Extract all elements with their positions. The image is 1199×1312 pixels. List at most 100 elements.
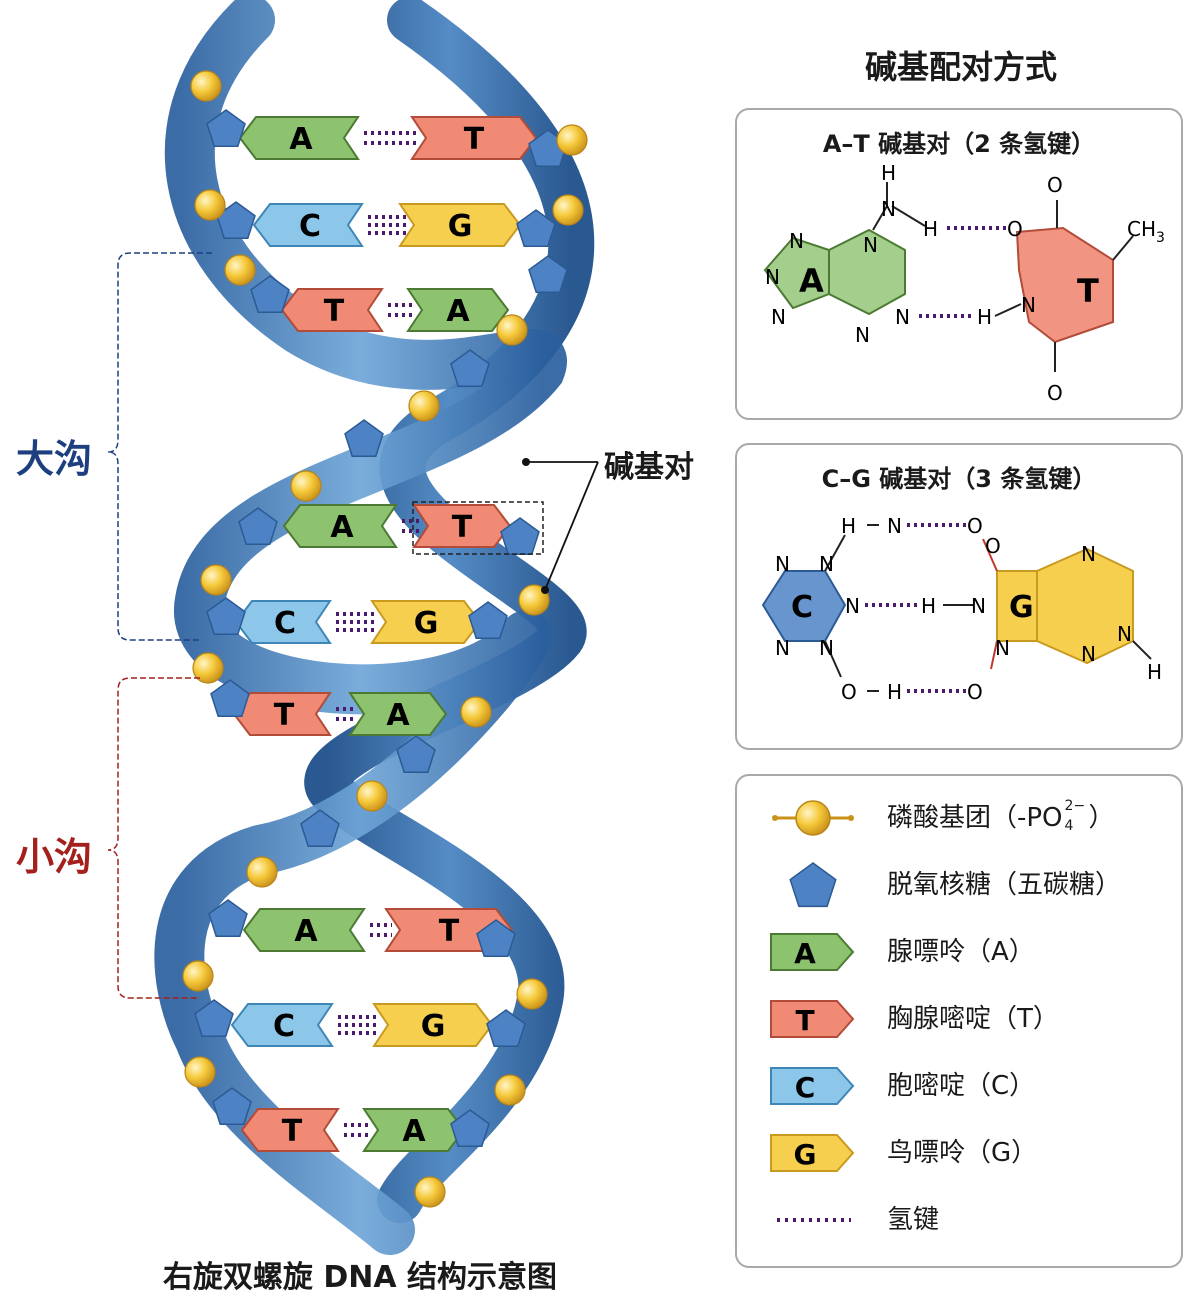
base-letter-left: C (274, 606, 296, 641)
thymine-icon: T (770, 1000, 855, 1038)
figure-caption: 右旋双螺旋 DNA 结构示意图 (162, 1260, 558, 1295)
atom-n: N (765, 265, 780, 289)
atom-n: N (971, 594, 986, 618)
base-letter-left: C (273, 1009, 295, 1044)
atom-n: N (771, 305, 786, 329)
phosphate-group (184, 1056, 216, 1088)
atom-h: H (841, 514, 856, 538)
base-letter-right: G (448, 209, 473, 244)
atom-n: N (775, 636, 790, 660)
guanine-icon: G (770, 1134, 855, 1172)
front-strand (154, 0, 567, 1255)
atom-n: N (895, 305, 910, 329)
base-right (412, 504, 512, 548)
deoxyribose-sugar (208, 899, 248, 937)
atom-h: H (887, 680, 902, 704)
base-left (280, 288, 384, 332)
base-letter-left: T (282, 1114, 303, 1149)
deoxyribose-sugar (212, 1087, 252, 1125)
backbone-marks (182, 70, 588, 1208)
atom-n: N (819, 636, 834, 660)
legend-label: 氢键 (887, 1205, 940, 1235)
atom-n: N (775, 552, 790, 576)
cg-guanine-letter: G (1009, 590, 1034, 625)
adenine-six-ring (828, 228, 906, 316)
base-left (230, 1003, 334, 1047)
base-pair-highlight-box (412, 501, 544, 555)
base-right (406, 288, 510, 332)
base-right (348, 692, 448, 736)
phosphate-group (356, 780, 388, 812)
phosphate-group (496, 314, 528, 346)
legend-row: A 腺嘌呤（A） (737, 928, 1181, 976)
atom-n: N (1117, 622, 1132, 646)
atom-n: N (845, 594, 860, 618)
deoxyribose-sugar (476, 919, 516, 957)
atom-n: N (855, 323, 870, 347)
legend-row: 脱氧核糖（五碳糖） (737, 861, 1181, 909)
base-letter-right: G (414, 606, 439, 641)
adenine-icon: A (770, 933, 855, 971)
base-right (362, 1108, 466, 1152)
base-left (242, 908, 366, 952)
deoxyribose-sugar (194, 999, 234, 1037)
atom-o: O (967, 514, 983, 538)
base-right (372, 1003, 494, 1047)
cg-structure: C G H N O N N N N N H N O N O H O N N N … (761, 514, 1162, 704)
legend-label: 胞嘧啶（C） (887, 1071, 1036, 1101)
base-letter-left: C (299, 209, 321, 244)
phosphate-group (192, 652, 224, 684)
atom-o: O (841, 680, 857, 704)
legend-label: 腺嘌呤（A） (887, 937, 1035, 967)
base-right (370, 600, 482, 644)
phosphate-group (224, 254, 256, 286)
phosphate-group (290, 470, 322, 502)
minor-groove-bracket (107, 677, 200, 999)
base-left (234, 600, 332, 644)
legend-label: 脱氧核糖（五碳糖） (887, 870, 1122, 900)
deoxyribose-sugar (516, 209, 556, 247)
callout-dot-1 (522, 458, 530, 466)
base-left (232, 692, 332, 736)
base-letter-left: A (289, 122, 313, 157)
atom-n: N (881, 197, 896, 221)
svg-text:G: G (794, 1138, 817, 1171)
deoxyribose-sugar (486, 1009, 526, 1047)
atom-o: O (1047, 173, 1063, 197)
cytosine-icon: C (770, 1067, 855, 1105)
pentose-icon (789, 862, 837, 908)
atom-n: N (819, 552, 834, 576)
phosphate-group (408, 390, 440, 422)
phosphate-group (414, 1176, 446, 1208)
base-letter-right: T (452, 510, 473, 545)
deoxyribose-sugar (238, 507, 278, 545)
pairing-title: 碱基配对方式 (864, 48, 1057, 86)
atom-h: H (923, 217, 938, 241)
methyl-label: CH3 (1127, 217, 1165, 246)
svg-text:A: A (794, 937, 816, 970)
legend-row: 氢键 (737, 1196, 1181, 1244)
phosphate-group (516, 978, 548, 1010)
at-pair-panel: A–T 碱基对（2 条氢键） A T N N N N N N H N H O H… (735, 108, 1183, 420)
deoxyribose-sugar (210, 679, 250, 717)
base-letter-right: A (402, 1114, 426, 1149)
major-groove-label: 大沟 (16, 437, 93, 481)
at-adenine-letter: A (799, 262, 824, 300)
deoxyribose-sugar (468, 601, 508, 639)
base-pair-callout-label: 碱基对 (604, 450, 694, 485)
atom-n: N (1021, 293, 1036, 317)
atom-h: H (921, 594, 936, 618)
base-letter-left: A (294, 914, 318, 949)
base-letter-right: A (446, 294, 470, 329)
atom-n: N (1081, 642, 1096, 666)
